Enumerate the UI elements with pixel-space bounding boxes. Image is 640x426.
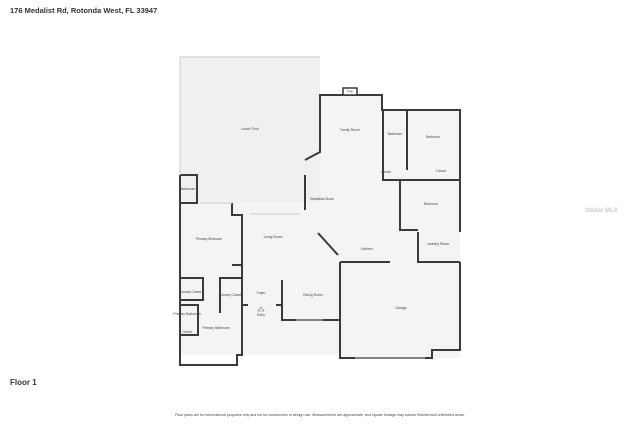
- room-bedroom: Bedroom: [426, 135, 440, 139]
- walls: [179, 94, 461, 366]
- room-primary-closet-2: Primary Closet: [219, 293, 241, 297]
- room-primary-bathroom-small: Primary Bathroom: [173, 312, 200, 316]
- room-closet-3: Closet: [182, 330, 192, 334]
- floor-label: Floor 1: [10, 378, 37, 387]
- room-fire: Fire: [347, 90, 353, 94]
- room-kitchen: Kitchen: [361, 247, 372, 251]
- property-address: 176 Medalist Rd, Rotonda West, FL 33947: [10, 6, 158, 15]
- room-dining: Dining Room: [303, 293, 323, 297]
- room-bathroom: Bathroom: [388, 132, 403, 136]
- room-foyer: Foyer: [257, 291, 267, 295]
- room-laundry: Laundry Room: [427, 242, 449, 246]
- room-bathroom-small: Bathroom: [181, 187, 196, 191]
- room-bedroom-2: Bedroom: [424, 202, 438, 206]
- room-entry: Entry: [257, 313, 265, 317]
- watermark-logo: Stellar MLS: [585, 208, 618, 214]
- room-primary-closet: Primary Closet: [179, 290, 201, 294]
- room-primary-bedroom: Primary Bedroom: [196, 237, 223, 241]
- disclaimer: Floor plans are for informational purpos…: [175, 413, 465, 417]
- room-primary-bathroom: Primary Bathroom: [202, 326, 229, 330]
- room-garage: Garage: [395, 306, 406, 310]
- windows: [179, 56, 425, 359]
- fireplace: [342, 87, 358, 96]
- room-lanai: Lanai / Pool: [241, 127, 259, 131]
- floor-areas: [180, 57, 460, 358]
- room-living: Living Room: [264, 235, 283, 239]
- room-closet: Closet: [436, 169, 446, 173]
- room-breakfast-nook: Breakfast Nook: [310, 197, 333, 201]
- room-closet-small: Closet: [381, 170, 391, 174]
- entry-arrow-icon: [257, 306, 265, 312]
- room-family: Family Room: [340, 128, 360, 132]
